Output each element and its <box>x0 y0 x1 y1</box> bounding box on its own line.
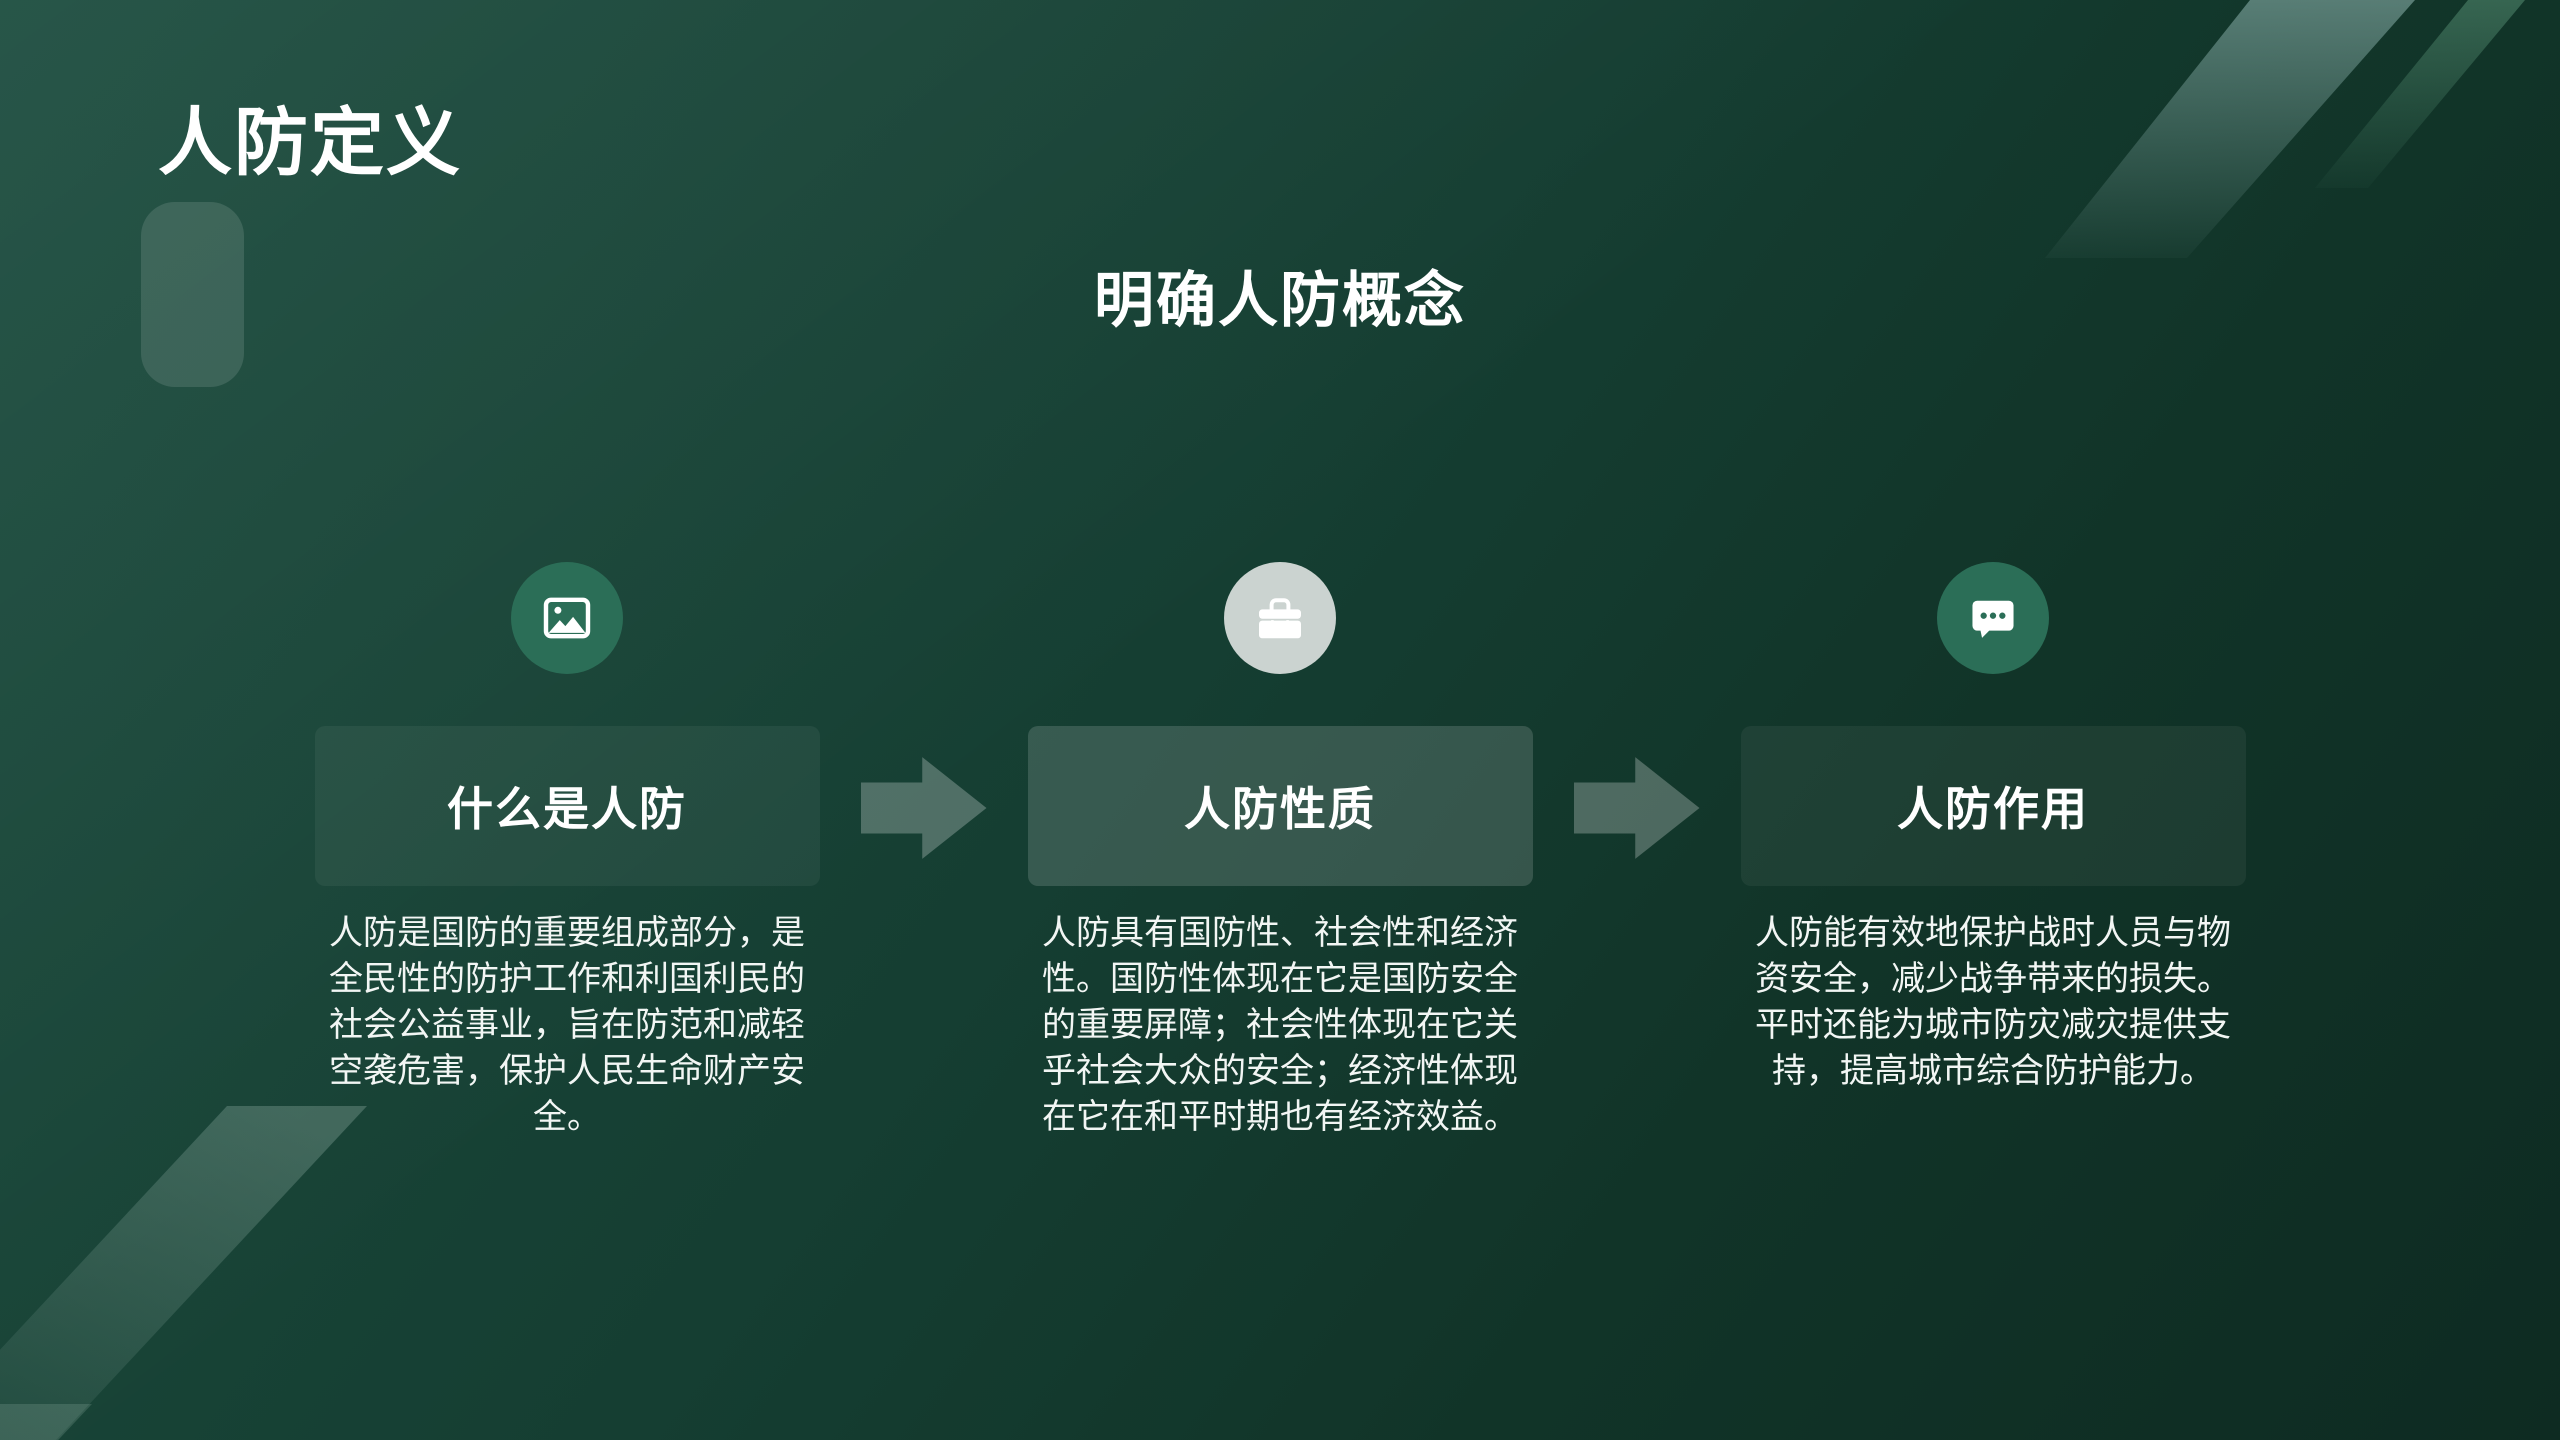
heading-box: 什么是人防 <box>314 726 820 886</box>
column-role: 人防作用 人防能有效地保护战时人员与物资安全，减少战争带来的损失。平时还能为城市… <box>1740 562 2246 1094</box>
deco-stripe-bottom-left-2 <box>0 1404 92 1440</box>
briefcase-icon <box>1259 598 1301 639</box>
title-tab-decoration <box>141 202 244 387</box>
icon-badge <box>1937 562 2049 674</box>
chat-icon <box>1972 600 2014 638</box>
deco-stripe-top-right-2 <box>2315 0 2525 188</box>
column-heading: 人防性质 <box>1184 783 1376 835</box>
icon-badge <box>1224 562 1336 674</box>
column-heading: 人防作用 <box>1897 783 2089 835</box>
image-icon <box>543 597 591 639</box>
column-body: 人防是国防的重要组成部分，是全民性的防护工作和利国利民的社会公益事业，旨在防范和… <box>329 914 805 1136</box>
column-nature: 人防性质 人防具有国防性、社会性和经济性。国防性体现在它是国防安全的重要屏障；社… <box>1027 562 1533 1140</box>
column-body: 人防能有效地保护战时人员与物资安全，减少战争带来的损失。平时还能为城市防灾减灾提… <box>1755 914 2231 1090</box>
icon-badge <box>511 562 623 674</box>
column-what-is: 什么是人防 人防是国防的重要组成部分，是全民性的防护工作和利国利民的社会公益事业… <box>314 562 820 1140</box>
concept-flow: 什么是人防 人防是国防的重要组成部分，是全民性的防护工作和利国利民的社会公益事业… <box>0 562 2560 1140</box>
heading-box: 人防作用 <box>1740 726 2246 886</box>
arrow-right-icon <box>1573 757 1700 859</box>
flow-arrow-slot <box>820 562 1028 861</box>
deco-stripe-bottom-left-1 <box>0 1106 367 1440</box>
page-title: 人防定义 <box>158 101 462 184</box>
column-body: 人防具有国防性、社会性和经济性。国防性体现在它是国防安全的重要屏障；社会性体现在… <box>1042 914 1518 1136</box>
slide-subtitle: 明确人防概念 <box>1094 267 1466 334</box>
heading-box: 人防性质 <box>1027 726 1533 886</box>
column-heading: 什么是人防 <box>447 783 687 835</box>
deco-stripe-top-right-1 <box>2045 0 2415 258</box>
arrow-right-icon <box>860 757 987 859</box>
flow-arrow-slot <box>1533 562 1741 861</box>
